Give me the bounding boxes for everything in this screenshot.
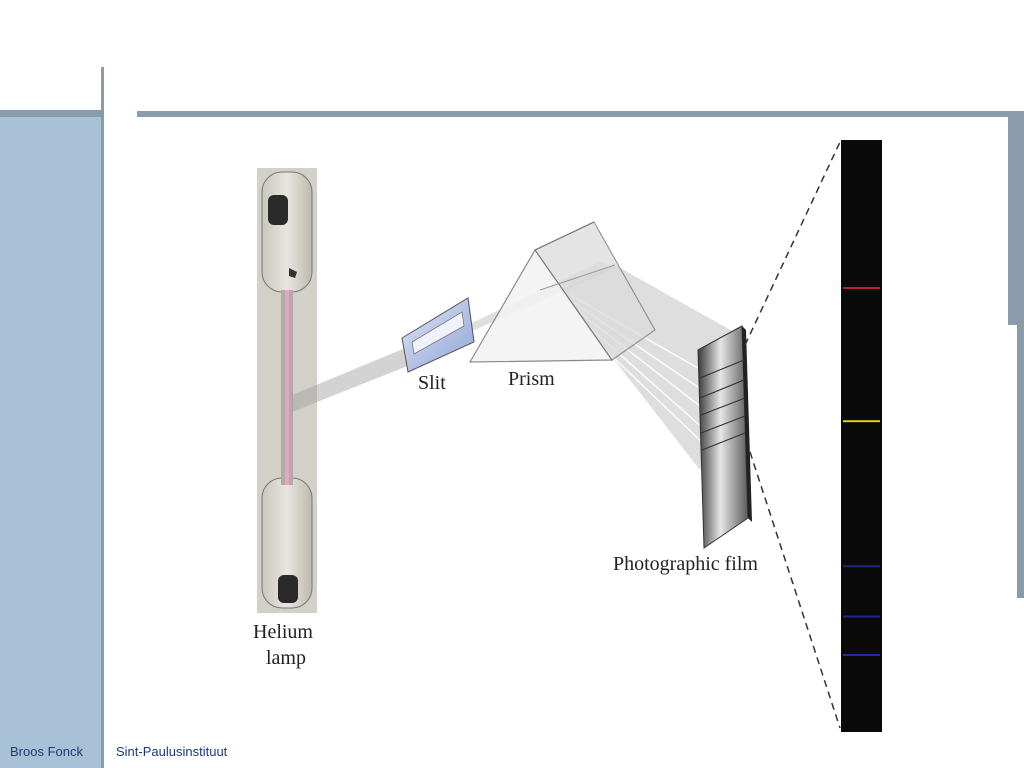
spectrum-line-3	[843, 565, 880, 568]
horizontal-rule	[137, 111, 1024, 117]
film-label: Photographic film	[613, 553, 758, 575]
vertical-rule	[101, 67, 104, 768]
slit	[401, 297, 475, 373]
right-edge-bar-lower	[1017, 325, 1024, 598]
prism	[468, 221, 656, 363]
spectrum-line-1	[843, 287, 880, 289]
spectrum-line-2	[843, 420, 880, 423]
lamp-label-line1: Helium	[253, 621, 313, 643]
lamp-label-line2: lamp	[266, 647, 306, 669]
spectrum-lines	[843, 287, 880, 657]
footer-author: Broos Fonck	[10, 744, 83, 759]
footer-school: Sint-Paulusinstituut	[116, 744, 228, 759]
spectrum-line-5	[843, 654, 880, 657]
sidebar-panel	[0, 117, 102, 768]
prism-label: Prism	[508, 368, 555, 390]
projection-lines	[744, 141, 841, 729]
photographic-film	[697, 325, 752, 549]
right-edge-bar	[1008, 117, 1024, 325]
slit-label: Slit	[418, 372, 446, 394]
spectrum-strip	[841, 140, 882, 732]
spectrum-line-4	[843, 615, 880, 618]
sidebar-top-rule	[0, 110, 102, 117]
helium-lamp	[257, 168, 317, 613]
